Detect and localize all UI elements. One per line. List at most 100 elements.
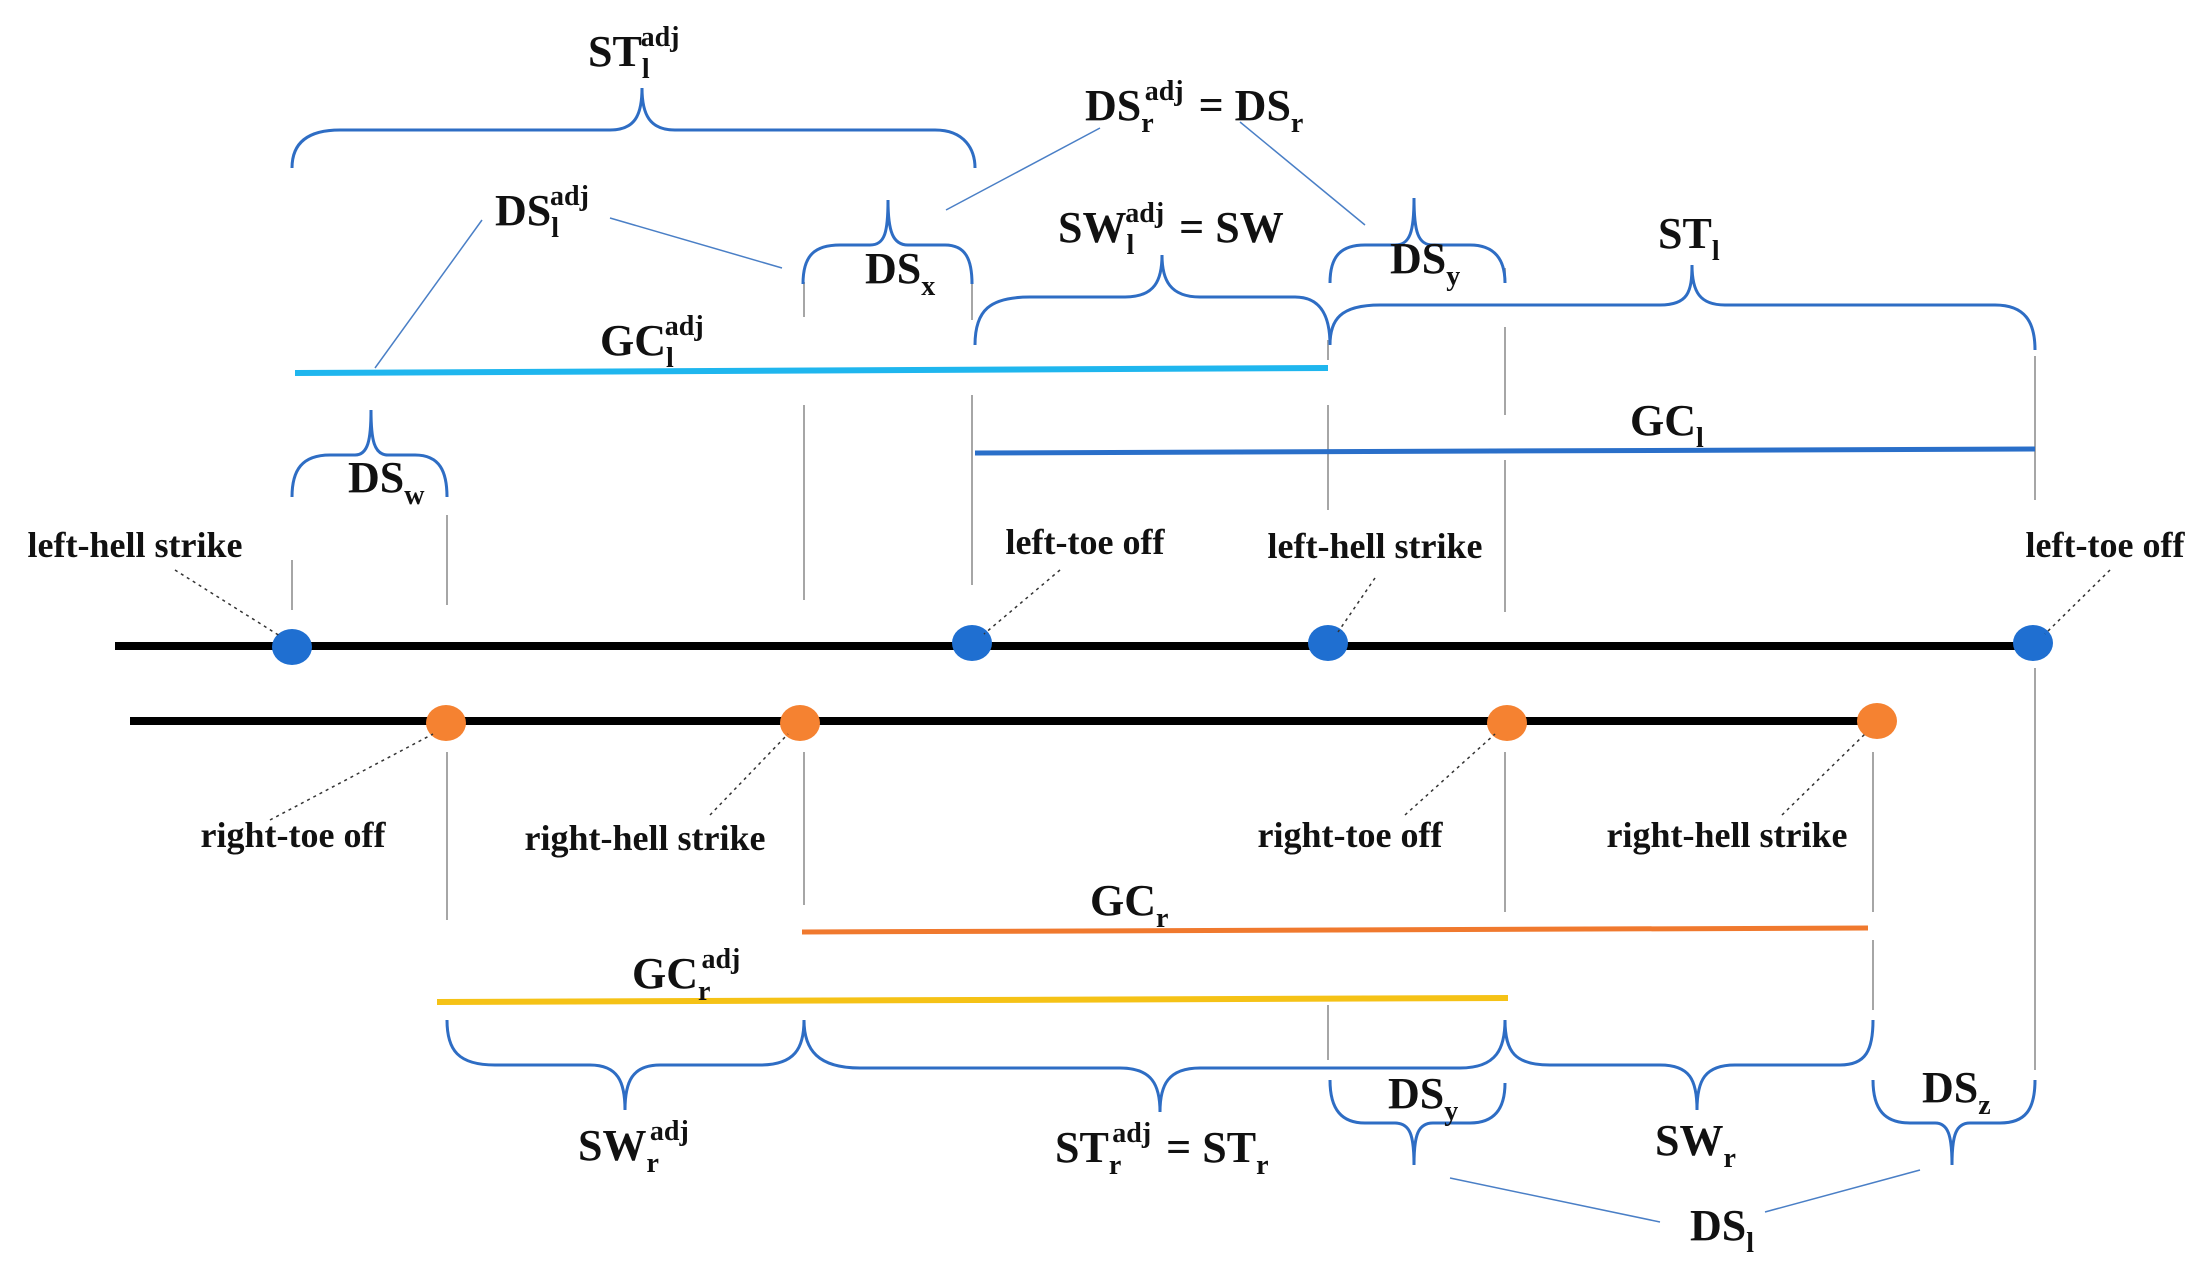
label-st-l-adj: STladj xyxy=(588,22,680,85)
brace-sw-r xyxy=(1503,1019,1875,1111)
symbol-base: GC xyxy=(1090,876,1156,925)
symbol-base: DS xyxy=(1085,81,1141,130)
symbol-subscript: r xyxy=(1141,108,1153,139)
symbol-base: GC xyxy=(600,316,666,365)
symbol-subscript: r xyxy=(1723,1143,1735,1174)
symbol-superscript: adj xyxy=(665,311,704,342)
symbol-superscript: adj xyxy=(641,22,680,53)
symbol-superscript: adj xyxy=(701,944,740,975)
symbol-subscript: y xyxy=(1446,261,1460,292)
symbol-base: DS xyxy=(1390,234,1446,283)
label-st-l: STl xyxy=(1658,209,1720,267)
symbol-base: ST xyxy=(1658,209,1712,258)
label-right-heel-strike-1: right-hell strike xyxy=(525,818,766,858)
symbol-base: DS xyxy=(865,244,921,293)
label-left-toe-off-2: left-toe off xyxy=(2026,525,2186,565)
symbol-subscript: l xyxy=(1696,423,1704,454)
symbol-base: SW xyxy=(1058,203,1126,252)
gc-r-adj-line xyxy=(436,995,1509,1005)
right-heel-strike-dot-1 xyxy=(780,705,820,741)
symbol-subscript: l xyxy=(666,343,674,374)
right-toe-off-dot-2 xyxy=(1487,705,1527,741)
label-gc-l: GCl xyxy=(1630,396,1704,454)
symbol-superscript: adj xyxy=(1112,1118,1151,1149)
braces xyxy=(290,87,2037,1166)
symbol-superscript: adj xyxy=(650,1116,689,1147)
gc-l-adj-line xyxy=(294,365,1329,376)
label-left-heel-strike-2: left-hell strike xyxy=(1268,526,1483,566)
symbol-base: DS xyxy=(1388,1069,1444,1118)
symbol-superscript: adj xyxy=(550,181,589,212)
brace-sw-r-adj xyxy=(445,1019,806,1111)
symbol-subscript: l xyxy=(642,54,650,85)
symbol-subscript: l xyxy=(551,213,559,244)
symbol-base: DS xyxy=(1922,1063,1978,1112)
leader-lines xyxy=(174,569,2111,821)
brace-ds-y-bottom xyxy=(1328,1079,1507,1166)
symbol-subscript: r xyxy=(1109,1150,1121,1181)
label-gc-r: GCr xyxy=(1090,876,1168,934)
symbol-base: SW xyxy=(1655,1116,1723,1165)
symbol-subscript: w xyxy=(404,480,425,511)
label-ds-l: DSl xyxy=(1690,1201,1754,1259)
label-right-heel-strike-2: right-hell strike xyxy=(1607,815,1848,855)
label-ds-l-adj: DSladj xyxy=(495,181,589,244)
brace-ds-y-top xyxy=(1328,197,1507,284)
symbol-subscript: l xyxy=(1746,1228,1754,1259)
symbol-subscript: y xyxy=(1444,1096,1458,1127)
symbol-base: DS xyxy=(1690,1201,1746,1250)
brace-sw-l-adj xyxy=(973,254,1332,346)
brace-st-r-adj xyxy=(802,1019,1507,1113)
label-ds-z: DSz xyxy=(1922,1063,1991,1121)
label-gc-l-adj: GCladj xyxy=(600,311,704,374)
symbol-subscript: r xyxy=(1256,1150,1268,1181)
gc-l-line xyxy=(974,446,2036,456)
symbol-subscript: z xyxy=(1978,1090,1990,1121)
reference-lines xyxy=(291,268,2036,1070)
symbol-equals: = DS xyxy=(1188,81,1291,130)
label-ds-w: DSw xyxy=(348,453,425,511)
connector-lines xyxy=(374,121,1921,1223)
right-heel-strike-dot-2 xyxy=(1857,703,1897,739)
left-heel-strike-dot-1 xyxy=(272,629,312,665)
gc-r-line xyxy=(801,925,1869,935)
symbol-superscript: adj xyxy=(1125,198,1164,229)
symbol-subscript: l xyxy=(1126,230,1134,261)
symbol-subscript: l xyxy=(1712,236,1720,267)
brace-ds-z xyxy=(1871,1079,2037,1166)
symbol-subscript: r xyxy=(1291,108,1303,139)
symbol-base: ST xyxy=(588,27,642,76)
symbol-subscript: x xyxy=(921,271,935,302)
symbol-equals: = SW xyxy=(1168,203,1284,252)
symbol-superscript: adj xyxy=(1145,76,1184,107)
brace-st-l xyxy=(1328,264,2037,351)
label-sw-r: SWr xyxy=(1655,1116,1736,1174)
label-sw-r-adj: SWradj xyxy=(578,1116,689,1179)
label-right-toe-off-1: right-toe off xyxy=(201,815,387,855)
symbol-equals: = ST xyxy=(1155,1123,1256,1172)
label-ds-y-bottom: DSy xyxy=(1388,1069,1458,1127)
symbol-base: ST xyxy=(1055,1123,1109,1172)
symbol-base: DS xyxy=(495,186,551,235)
left-toe-off-dot-1 xyxy=(952,625,992,661)
label-ds-x: DSx xyxy=(865,244,935,302)
brace-ds-w xyxy=(290,409,449,498)
label-st-r-adj: STradj = STr xyxy=(1055,1118,1269,1181)
right-toe-off-dot-1 xyxy=(426,705,466,741)
label-sw-l-adj: SWladj = SW xyxy=(1058,198,1284,261)
label-ds-r-adj: DSradj = DSr xyxy=(1085,76,1303,139)
brace-st-l-adj xyxy=(290,87,977,169)
symbol-subscript: r xyxy=(646,1148,658,1179)
label-left-toe-off-1: left-toe off xyxy=(1006,522,1166,562)
label-right-toe-off-2: right-toe off xyxy=(1258,815,1444,855)
label-ds-y-top: DSy xyxy=(1390,234,1460,292)
symbol-subscript: r xyxy=(1156,903,1168,934)
brace-ds-x xyxy=(801,199,974,285)
symbol-base: SW xyxy=(578,1121,646,1170)
symbol-base: DS xyxy=(348,453,404,502)
left-toe-off-dot-2 xyxy=(2013,625,2053,661)
symbol-base: GC xyxy=(632,949,698,998)
symbol-base: GC xyxy=(1630,396,1696,445)
left-heel-strike-dot-2 xyxy=(1308,625,1348,661)
